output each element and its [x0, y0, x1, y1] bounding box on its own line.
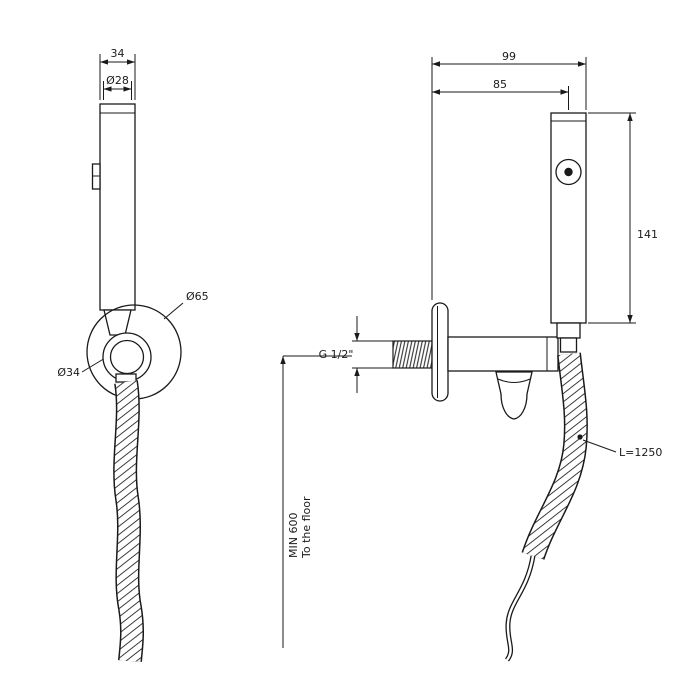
sprayer-body-front [99, 103, 136, 311]
dim-label-d28: Ø28 [106, 74, 129, 87]
hose-side [504, 352, 588, 662]
front-view: 34 Ø28 Ø65 Ø34 [57, 47, 209, 663]
ball-joint [109, 339, 145, 375]
spray-button [555, 158, 582, 186]
label-holder-inner: Ø34 [57, 358, 104, 379]
dim-label-d34: Ø34 [57, 366, 80, 379]
dim-label-141: 141 [637, 228, 658, 241]
dim-label-to-floor: To the floor [300, 496, 313, 559]
hose-length-marker-dot [577, 434, 583, 440]
label-holder-outer: Ø65 [163, 290, 209, 320]
wall-flange [431, 302, 449, 402]
holder-arm [447, 336, 559, 372]
hose-nut-front [115, 373, 137, 383]
outlet-cone [495, 371, 533, 420]
dim-label-min600: MIN 600 [287, 513, 300, 558]
dimension-head-diameter: Ø28 [103, 74, 132, 100]
sprayer-body-side [550, 112, 587, 324]
dimension-thread: G 1/2" [319, 316, 393, 393]
hose-fittings-side [556, 322, 581, 353]
side-view: 99 85 141 G 1/2" [280, 50, 662, 662]
dimension-total-depth: 99 [431, 50, 587, 300]
dimension-min-height: MIN 600 To the floor [280, 355, 352, 648]
dim-label-99: 99 [502, 50, 516, 63]
dimension-wall-to-handle: 85 [432, 78, 569, 110]
dim-label-l1250: L=1250 [619, 446, 662, 459]
dim-label-85: 85 [493, 78, 507, 91]
label-hose-length: L=1250 [577, 434, 662, 459]
dimension-handle-height: 141 [588, 112, 658, 324]
dimension-head-width: 34 [99, 47, 136, 100]
dim-label-d65: Ø65 [186, 290, 209, 303]
threaded-inlet [392, 340, 433, 369]
sprayer-lever [91, 163, 101, 190]
dim-label-g12: G 1/2" [319, 348, 354, 361]
dim-label-34: 34 [111, 47, 125, 60]
hose-front [113, 380, 145, 663]
